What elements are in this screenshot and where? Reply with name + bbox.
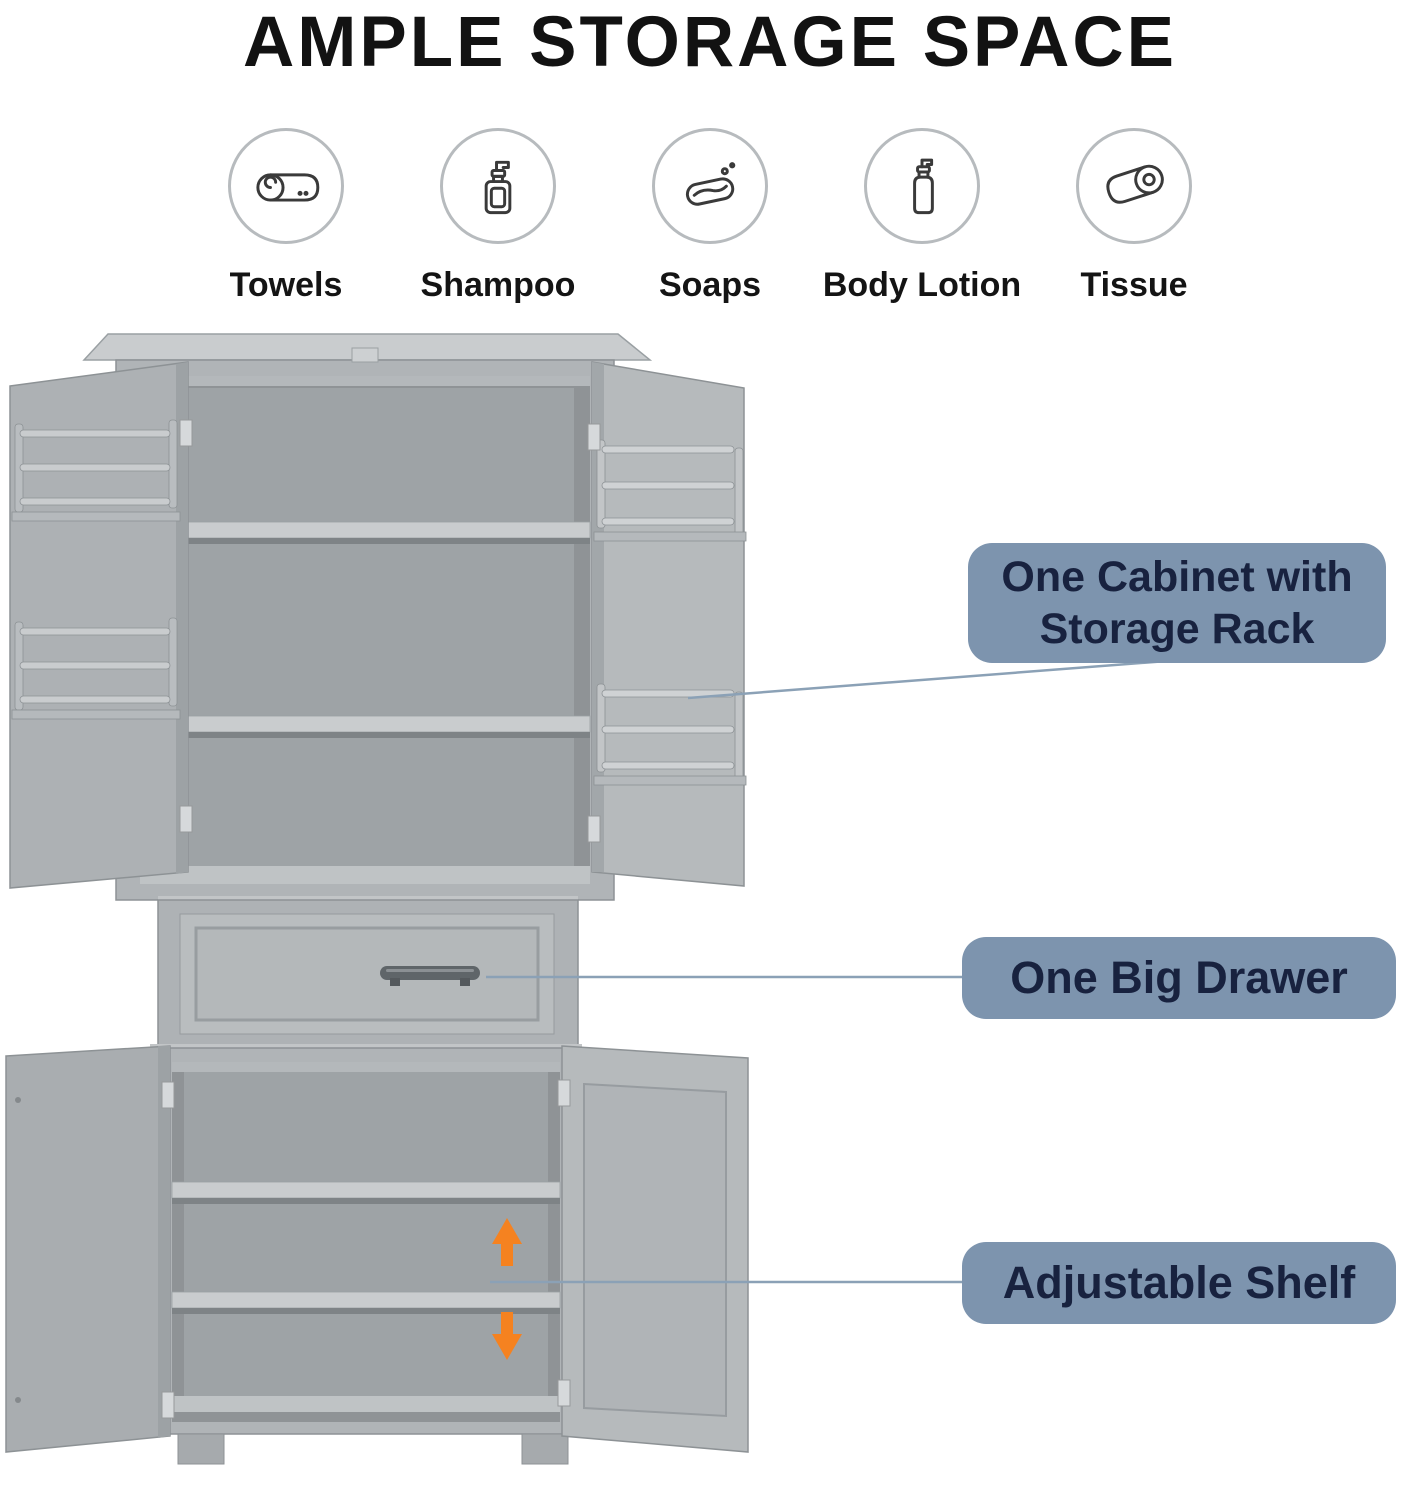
adjustable-shelf-arrows (492, 1218, 522, 1360)
adjustable-shelf (171, 1291, 561, 1314)
callout-adjustable-shelf: Adjustable Shelf (962, 1242, 1396, 1324)
feature-body-lotion: Body Lotion (823, 128, 1021, 305)
storage-rack-lower-left (11, 617, 181, 720)
feature-towels: Towels (228, 128, 344, 305)
arrow-up-icon (492, 1218, 522, 1266)
towel-icon (228, 128, 344, 244)
drawer-front-inset (194, 926, 540, 1022)
bottom-left-door (5, 1045, 175, 1453)
storage-rack-lower-right (593, 683, 747, 786)
feature-label: Tissue (1080, 266, 1188, 304)
top-cabinet-shelf-upper (139, 521, 591, 544)
storage-rack-upper-right (593, 439, 747, 542)
feature-soaps: Soaps (652, 128, 768, 305)
storage-rack-upper-left (11, 419, 181, 522)
bottom-cabinet (149, 1044, 583, 1465)
callout-big-drawer: One Big Drawer (962, 937, 1396, 1019)
callout-text-line1: One Cabinet with (1001, 552, 1353, 601)
bottom-shelf-upper (171, 1181, 561, 1204)
top-right-door (587, 361, 747, 887)
feature-label: Towels (229, 266, 343, 304)
drawer-section (157, 896, 579, 1049)
hinge (161, 1081, 175, 1109)
connector-storage-rack (687, 658, 1181, 700)
feature-label: Shampoo (420, 266, 576, 304)
soap-icon (652, 128, 768, 244)
top-left-door (9, 361, 193, 889)
hinge (179, 419, 193, 447)
shampoo-icon (440, 128, 556, 244)
hinge (587, 423, 601, 451)
hinge (161, 1391, 175, 1419)
connector-lines (486, 658, 1181, 1284)
hinge (557, 1079, 571, 1107)
hinge (179, 805, 193, 833)
top-cabinet-shelf-lower (139, 715, 591, 738)
bottom-right-door (557, 1045, 749, 1453)
drawer-handle (380, 966, 480, 986)
top-cabinet (82, 333, 653, 901)
feature-icons-row: Towels Shampoo (228, 128, 1192, 305)
feature-shampoo: Shampoo (421, 128, 575, 305)
cabinet-foot (521, 1433, 569, 1465)
lotion-icon (864, 128, 980, 244)
feature-label: Body Lotion (822, 266, 1022, 304)
hinge (587, 815, 601, 843)
feature-label: Soaps (658, 266, 762, 304)
arrow-down-icon (492, 1312, 522, 1360)
callout-text-line2: Storage Rack (1039, 605, 1315, 653)
feature-tissue: Tissue (1076, 128, 1192, 305)
callout-storage-rack: One Cabinet with Storage Rack (968, 543, 1386, 663)
hinge (557, 1379, 571, 1407)
page-title: AMPLE STORAGE SPACE (242, 3, 1178, 82)
tissue-icon (1076, 128, 1192, 244)
cabinet-foot (177, 1433, 225, 1465)
